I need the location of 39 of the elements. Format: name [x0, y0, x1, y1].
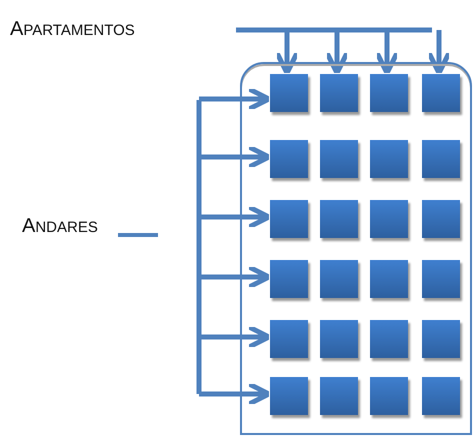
- label-text: APARTAMENTOS: [10, 18, 135, 41]
- apartment-square: [320, 320, 358, 358]
- apartment-square: [270, 377, 308, 415]
- apartment-square: [422, 200, 460, 238]
- apartment-square: [370, 260, 408, 298]
- apartment-square: [320, 74, 358, 112]
- apartment-square: [370, 140, 408, 178]
- bracket-line: [196, 100, 202, 394]
- apartment-square: [320, 260, 358, 298]
- apartment-square: [320, 200, 358, 238]
- apartment-square: [370, 200, 408, 238]
- apartment-square: [270, 260, 308, 298]
- apartment-square: [320, 377, 358, 415]
- arrow: [324, 30, 350, 76]
- arrow: [374, 30, 400, 76]
- apartment-square: [370, 377, 408, 415]
- arrow: [199, 86, 272, 112]
- arrow: [199, 144, 272, 170]
- arrow: [199, 264, 272, 290]
- apartment-square: [422, 74, 460, 112]
- arrow: [199, 324, 272, 350]
- apartment-square: [422, 260, 460, 298]
- arrow: [274, 30, 300, 76]
- bracket-line: [236, 28, 432, 32]
- label-text: ANDARES: [22, 215, 98, 238]
- apartment-square: [270, 200, 308, 238]
- building-outline: [240, 62, 472, 435]
- apartment-square: [320, 140, 358, 178]
- apartment-square: [370, 320, 408, 358]
- apartment-square: [422, 140, 460, 178]
- apartment-square: [370, 74, 408, 112]
- apartment-square: [270, 140, 308, 178]
- apartment-square: [270, 320, 308, 358]
- arrow: [199, 204, 272, 230]
- arrow: [426, 30, 452, 76]
- arrow: [199, 382, 272, 406]
- apartment-square: [270, 74, 308, 112]
- apartment-square: [422, 377, 460, 415]
- apartment-square: [422, 320, 460, 358]
